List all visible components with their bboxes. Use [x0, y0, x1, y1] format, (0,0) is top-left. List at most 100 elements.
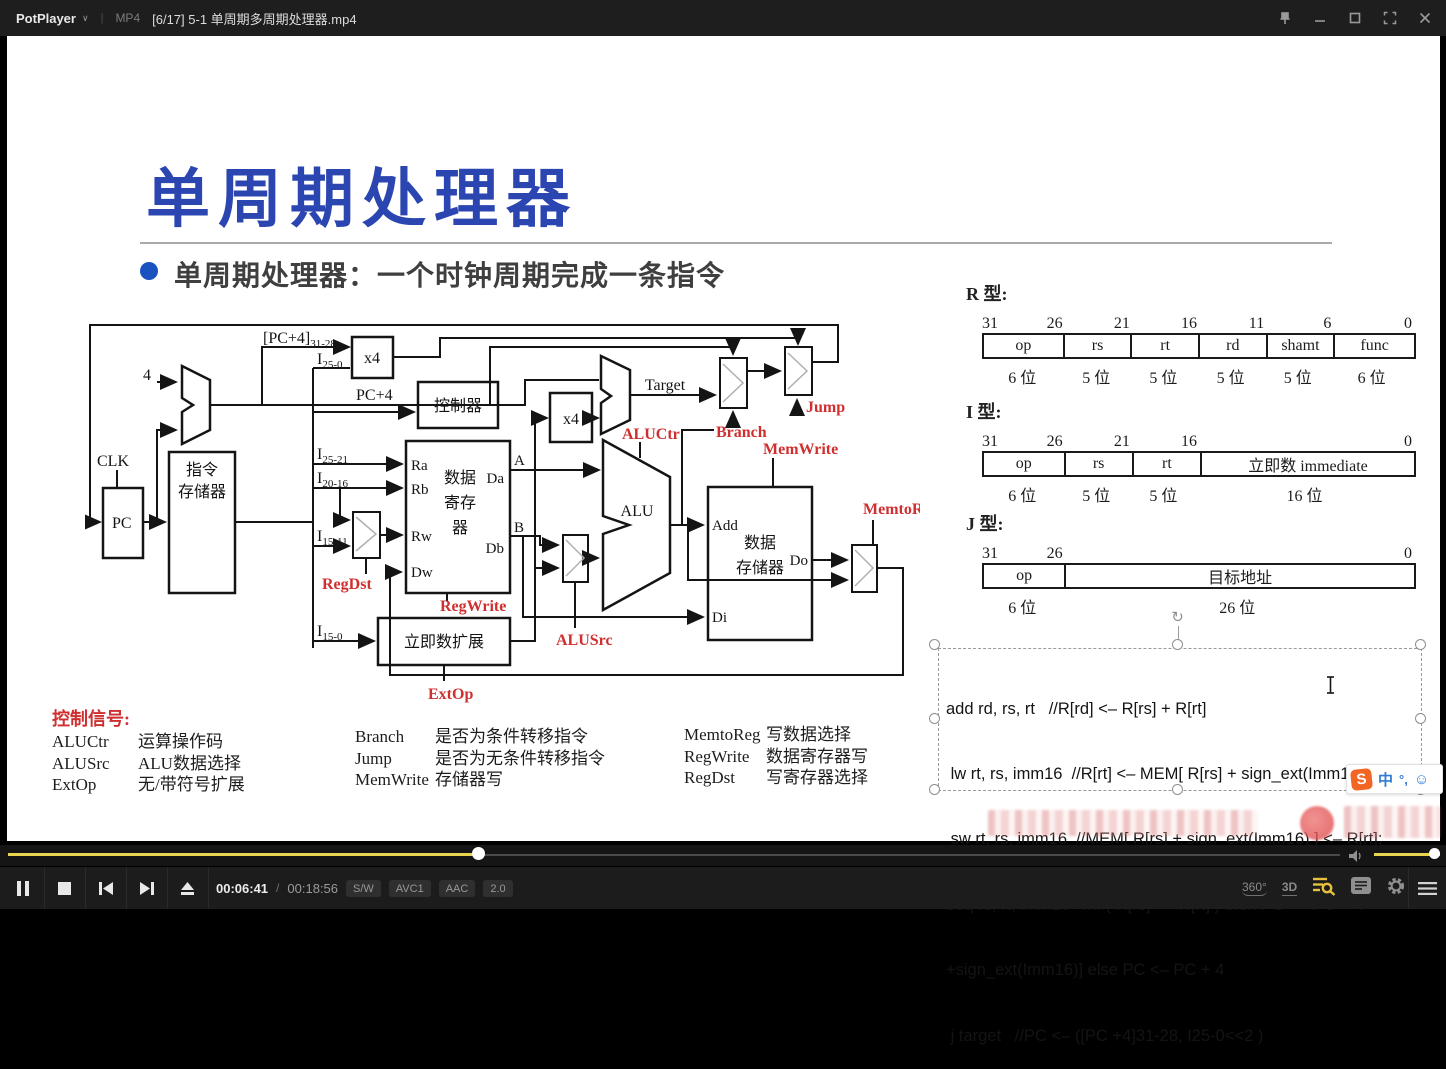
- resize-handle[interactable]: [929, 639, 940, 650]
- resize-handle[interactable]: [1415, 639, 1426, 650]
- previous-button[interactable]: [85, 867, 126, 909]
- x4-jump-label: x4: [364, 350, 380, 367]
- db-port: Db: [486, 541, 504, 557]
- field-rt: rt: [1130, 335, 1198, 357]
- memwrite-signal: MemWrite: [763, 441, 838, 458]
- format-i-title: I 型:: [966, 402, 1002, 422]
- branch-mux: [719, 357, 748, 409]
- b-label: B: [514, 520, 524, 536]
- mode-3d-button[interactable]: 3D: [1281, 880, 1298, 896]
- watermark-blur: [1344, 806, 1440, 838]
- regfile-label-3: 器: [452, 519, 468, 537]
- format-i-bit-numbers: 31 26 21 16 0: [982, 433, 1412, 450]
- pin-button[interactable]: [1272, 5, 1298, 31]
- regfile-label-1: 数据: [444, 469, 476, 487]
- seek-thumb[interactable]: [472, 847, 485, 860]
- slide-title: 单周期处理器: [146, 164, 578, 235]
- control-bar: 00:06:41 / 00:18:56 S/W AVC1 AAC 2.0 360…: [0, 866, 1446, 909]
- format-r-widths: 6 位 5 位 5 位 5 位 5 位 6 位: [1008, 370, 1386, 387]
- volume-thumb[interactable]: [1429, 848, 1440, 859]
- rw-port: Rw: [411, 529, 432, 545]
- format-j-fields: op 目标地址: [982, 563, 1416, 589]
- field-op: op: [1015, 337, 1032, 354]
- jump-signal: Jump: [806, 399, 845, 416]
- code-line: sw rt, rs, imm16 //MEM[ R[rs] + sign_ext…: [946, 830, 1383, 849]
- dmem-label-1: 数据: [744, 534, 776, 552]
- settings-button[interactable]: [1386, 876, 1406, 901]
- sogou-logo-icon[interactable]: S: [1349, 767, 1374, 791]
- bullet-dot: [140, 262, 158, 280]
- format-i: I 型: 31 26 21 16 0 op rs rt 立即数 immediat…: [966, 398, 1432, 506]
- field-op: op: [1015, 455, 1032, 472]
- dw-port: Dw: [411, 565, 433, 581]
- resize-handle[interactable]: [929, 784, 940, 795]
- a-label: A: [514, 453, 525, 469]
- seek-row: [0, 845, 1446, 866]
- field-rt: rt: [1131, 453, 1200, 475]
- format-j-widths: 6 位 26 位: [1008, 600, 1256, 617]
- x4-box-jump: [350, 335, 395, 380]
- resize-handle[interactable]: [1172, 639, 1183, 650]
- format-i-widths: 6 位 5 位 5 位 16 位: [1008, 488, 1323, 505]
- field-rs: rs: [1062, 335, 1131, 357]
- field-immediate: 立即数 immediate: [1200, 453, 1414, 475]
- eject-button[interactable]: [167, 867, 208, 909]
- code-line: lw rt, rs, imm16 //R[rt] <– MEM[ R[rs] +…: [946, 764, 1374, 783]
- x4-box-branch: [548, 391, 594, 444]
- emoji-icon[interactable]: ☺: [1413, 770, 1430, 788]
- resize-handle[interactable]: [929, 713, 940, 724]
- minimize-button[interactable]: [1307, 5, 1333, 31]
- log-panel-icon: [1351, 877, 1372, 894]
- chevron-down-icon[interactable]: ∨: [81, 12, 89, 23]
- ime-bar[interactable]: S 中 °, ☺: [1346, 764, 1443, 794]
- format-r-bit-numbers: 31 26 21 16 11 6 0: [982, 315, 1412, 332]
- next-button[interactable]: [126, 867, 167, 909]
- skip-previous-icon: [98, 881, 113, 895]
- rotate-stem: [1178, 626, 1179, 643]
- stop-button[interactable]: [44, 867, 85, 909]
- playlist-search-icon: [1313, 877, 1336, 896]
- fullscreen-button[interactable]: [1377, 5, 1403, 31]
- channels-badge: 2.0: [483, 879, 513, 897]
- video-title: [6/17] 5-1 单周期多周期处理器.mp4: [152, 11, 357, 27]
- seek-progress[interactable]: [8, 853, 479, 856]
- rotate-handle-icon[interactable]: ↻: [1171, 608, 1184, 626]
- memtoreg-mux: [851, 544, 878, 593]
- ime-punct-toggle[interactable]: °,: [1399, 771, 1408, 787]
- ime-lang-toggle[interactable]: 中: [1378, 771, 1394, 789]
- titlebar-separator: |: [100, 12, 104, 24]
- controller-label: 控制器: [434, 397, 482, 415]
- playlist-search-button[interactable]: [1312, 876, 1336, 901]
- volume-icon[interactable]: [1348, 849, 1366, 863]
- volume-slider[interactable]: [1374, 853, 1440, 856]
- app-menu[interactable]: PotPlayer: [16, 10, 76, 26]
- format-i-fields: op rs rt 立即数 immediate: [982, 451, 1416, 477]
- maximize-button[interactable]: [1342, 5, 1368, 31]
- regdst-signal: RegDst: [322, 576, 372, 593]
- seek-bar[interactable]: [479, 854, 1340, 856]
- title-bar: PotPlayer ∨ | MP4 [6/17] 5-1 单周期多周期处理器.m…: [0, 0, 1446, 36]
- log-panel-button[interactable]: [1351, 877, 1372, 899]
- close-button[interactable]: [1412, 5, 1438, 31]
- close-icon: [1419, 12, 1431, 24]
- field-rd: rd: [1198, 335, 1266, 357]
- menu-button[interactable]: [1408, 867, 1446, 909]
- pc4-hi-label: [PC+4]31-28: [263, 330, 336, 350]
- field-op: op: [1016, 567, 1033, 584]
- resize-handle[interactable]: [1172, 784, 1183, 795]
- time-display: 00:06:41 / 00:18:56 S/W AVC1 AAC 2.0: [216, 867, 513, 909]
- datapath-diagram: CLK PC 4 指令 存储器 [PC+4]31-28 I25-0 x4 PC+…: [85, 324, 920, 703]
- resize-handle[interactable]: [1415, 713, 1426, 724]
- stop-icon: [58, 881, 71, 895]
- title-rule: [140, 242, 1332, 244]
- pause-button[interactable]: [2, 867, 43, 909]
- i15-11-label: I15-11: [317, 528, 348, 548]
- mode-360-button[interactable]: 360°: [1242, 880, 1267, 896]
- signals-header: 控制信号:: [52, 709, 130, 729]
